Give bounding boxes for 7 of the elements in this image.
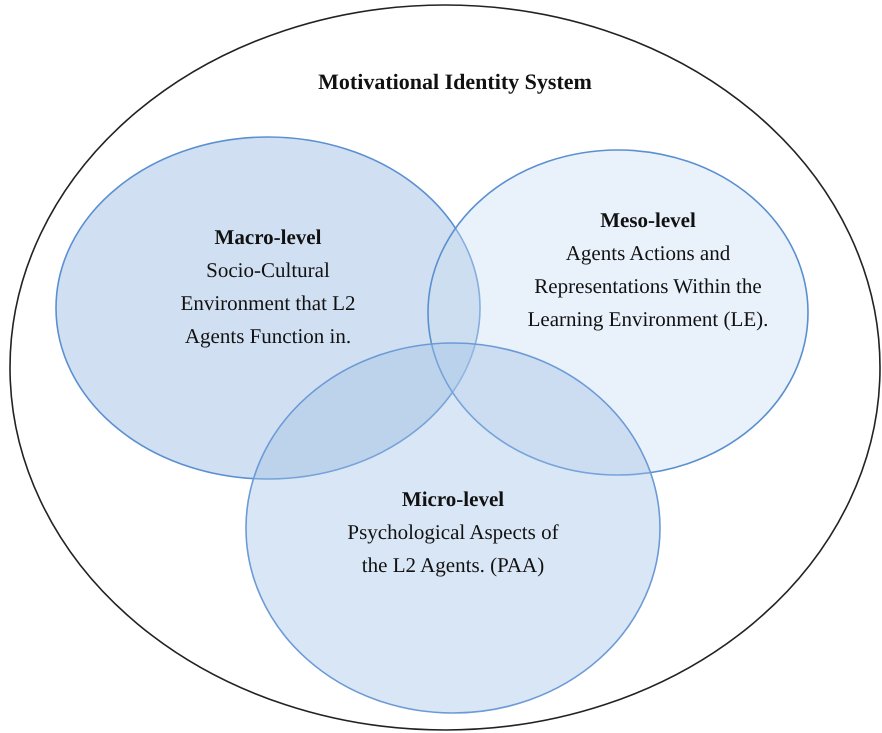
level-description: Socio-Cultural Environment that L2 Agents Function in. bbox=[180, 257, 356, 350]
level-description: Agents Actions and Representations Within the Learning Environment (LE). bbox=[526, 240, 770, 333]
level-heading: Micro-level bbox=[402, 486, 504, 513]
level-description: Psychological Aspects of the L2 Agents. (PAA) bbox=[346, 519, 560, 579]
level-heading: Meso-level bbox=[600, 207, 696, 234]
level-heading: Macro-level bbox=[214, 224, 322, 251]
system-heading: Motivational Identity System bbox=[318, 68, 592, 96]
